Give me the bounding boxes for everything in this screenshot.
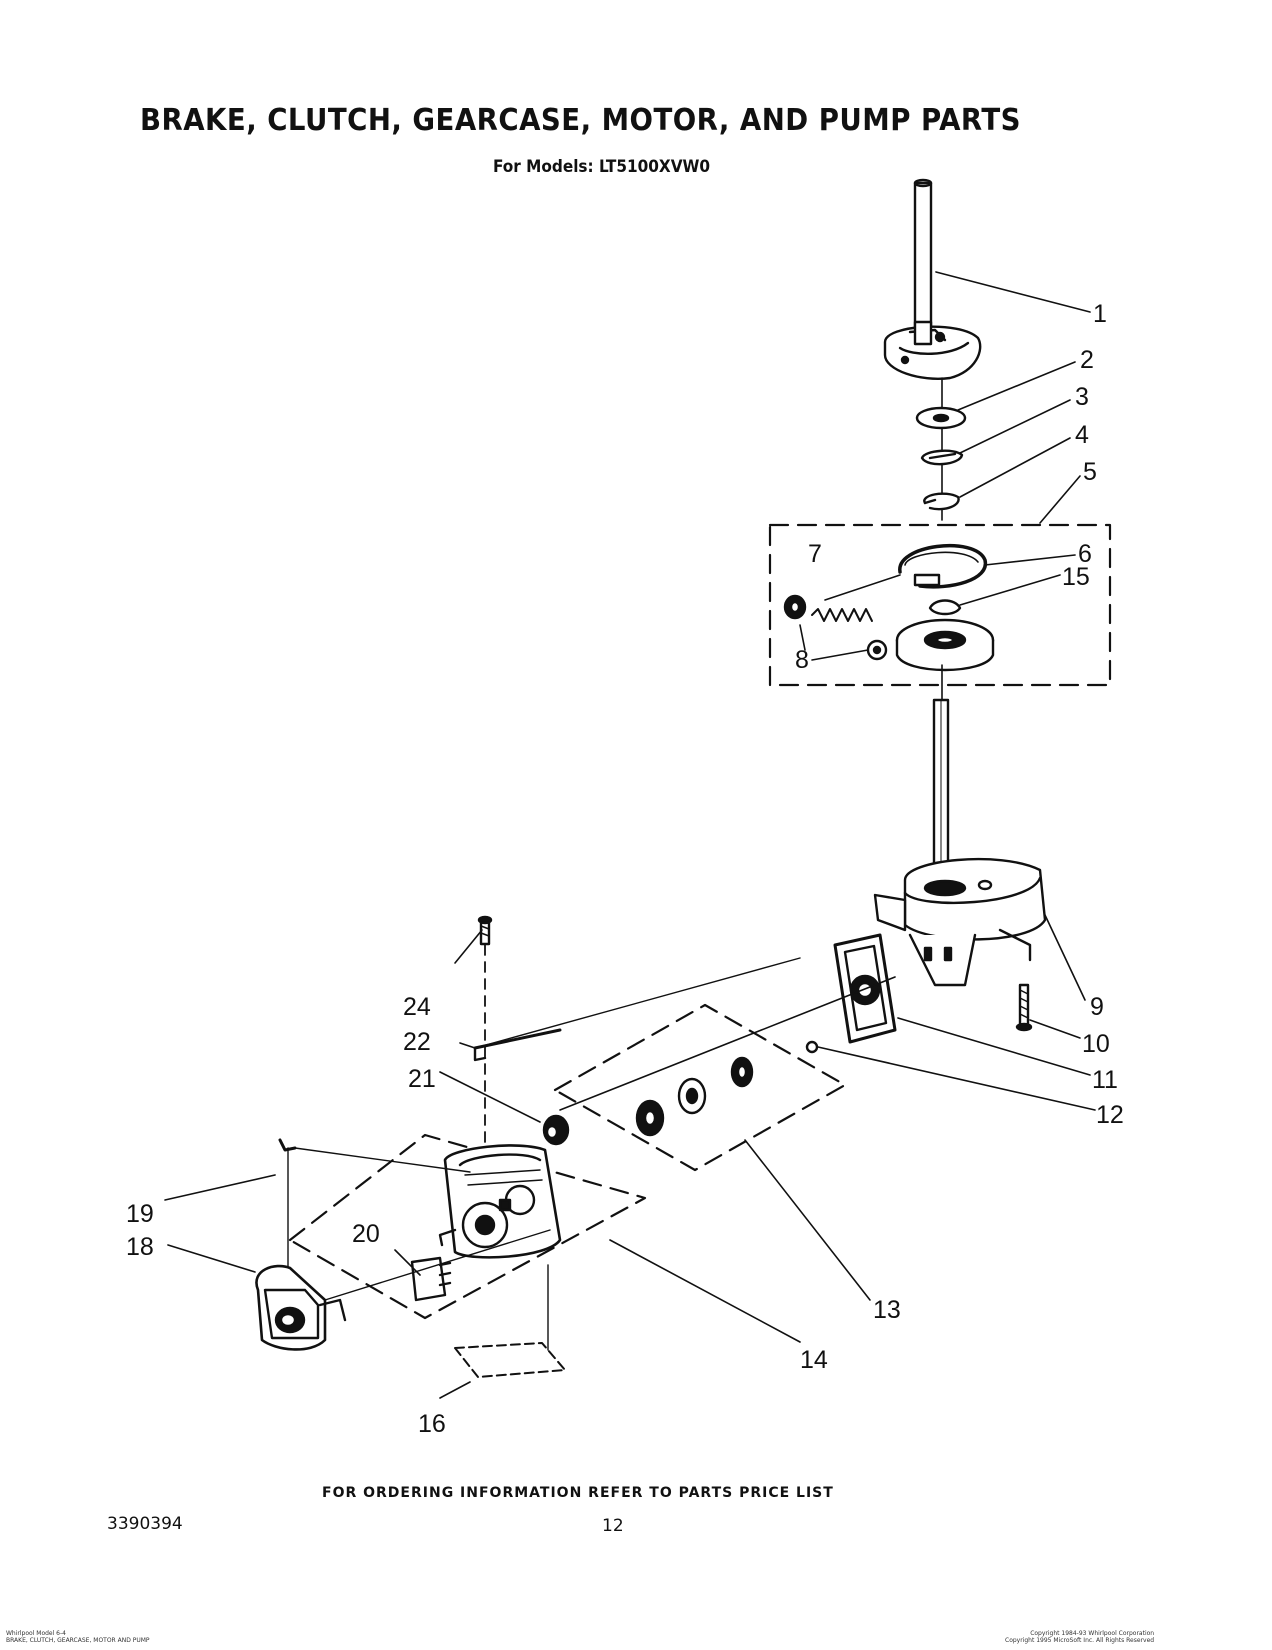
part-20-switch [410, 1256, 452, 1302]
document-number: 3390394 [107, 1514, 183, 1534]
part-12-washer [805, 1040, 819, 1054]
callout-22: 22 [403, 1028, 431, 1056]
page-title: BRAKE, CLUTCH, GEARCASE, MOTOR, AND PUMP… [140, 103, 1022, 138]
callout-9: 9 [1090, 993, 1104, 1021]
page-number: 12 [602, 1516, 624, 1536]
motor [438, 1144, 562, 1259]
callout-1: 1 [1093, 300, 1107, 328]
part-13-clutch-parts [635, 1056, 754, 1137]
callout-4: 4 [1075, 421, 1089, 449]
callout-10: 10 [1082, 1030, 1110, 1058]
callout-labels: 1 2 3 4 5 6 7 8 9 10 11 12 13 14 15 16 1… [126, 300, 1124, 1438]
model-subtitle: For Models: LT5100XVW0 [493, 157, 711, 177]
callout-2: 2 [1080, 346, 1094, 374]
part-4-clip [923, 492, 960, 511]
footer-left-info: Whirlpool Model 6-4 BRAKE, CLUTCH, GEARC… [6, 1630, 150, 1644]
part-19-rod [278, 1138, 297, 1152]
part-6-brake-band [898, 543, 987, 589]
callout-5: 5 [1083, 458, 1097, 486]
callout-19: 19 [126, 1200, 154, 1228]
callout-11: 11 [1092, 1066, 1118, 1094]
part-9-gearcase [873, 857, 1047, 987]
callout-6: 6 [1078, 540, 1092, 568]
callout-3: 3 [1075, 383, 1089, 411]
part-15-clip [928, 599, 962, 616]
part-13-clutch-kit-boundary [553, 1003, 847, 1172]
part-21-coupler [542, 1114, 570, 1146]
callout-13: 13 [873, 1296, 901, 1324]
footer-left-line2: BRAKE, CLUTCH, GEARCASE, MOTOR AND PUMP [6, 1637, 150, 1644]
part-14-motor-boundary [288, 1133, 647, 1320]
footer-left-line1: Whirlpool Model 6-4 [6, 1630, 66, 1637]
part-22-clip [473, 1028, 562, 1050]
callout-14: 14 [800, 1346, 828, 1374]
part-16-plate [454, 1342, 566, 1378]
part-2-washer [915, 406, 967, 430]
brake-drum [895, 618, 995, 672]
ordering-note: FOR ORDERING INFORMATION REFER TO PARTS … [322, 1485, 834, 1501]
part-18-pump [255, 1264, 347, 1351]
callout-16: 16 [418, 1410, 446, 1438]
callout-8: 8 [795, 646, 809, 674]
footer-right-line1: Copyright 1984-93 Whirlpool Corporation [1030, 1630, 1155, 1637]
callout-20: 20 [352, 1220, 380, 1248]
part-24-bolt [477, 915, 493, 946]
leader-lines [164, 271, 1096, 1399]
callout-12: 12 [1096, 1101, 1124, 1129]
part-3-spring [920, 449, 964, 466]
part-10-bolt [1015, 983, 1033, 1032]
footer-right-line2: Copyright 1995 MicroSoft Inc. All Rights… [1005, 1637, 1155, 1644]
part-1-shaft-cam [883, 178, 982, 380]
callout-21: 21 [408, 1065, 436, 1093]
callout-15: 15 [1062, 563, 1090, 591]
part-7-spring [811, 608, 873, 622]
callout-24: 24 [403, 993, 431, 1021]
callout-7: 7 [808, 540, 822, 568]
callout-18: 18 [126, 1233, 154, 1261]
part-5-brake-kit-boundary [768, 523, 1112, 687]
footer-copyright: Copyright 1984-93 Whirlpool Corporation … [1005, 1630, 1154, 1644]
